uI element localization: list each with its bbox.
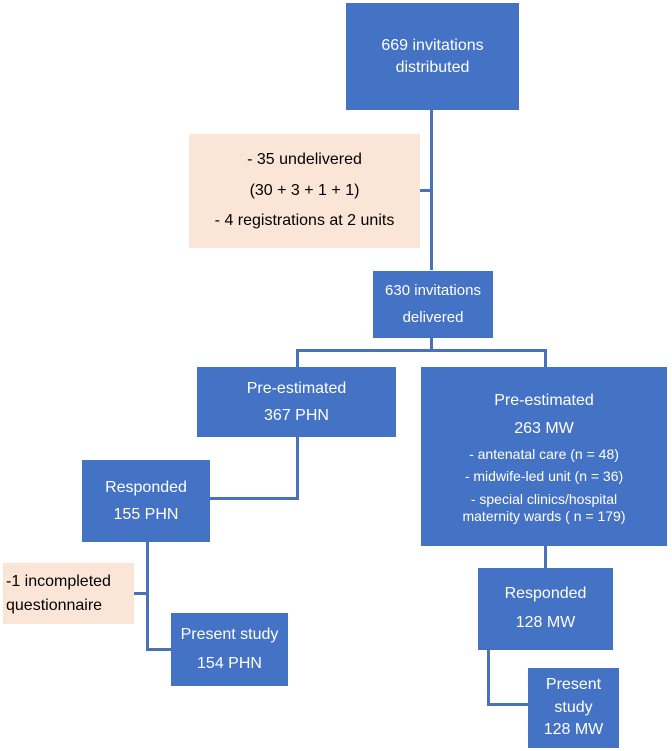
pre-estimated-mw-count: 263 MW: [514, 419, 574, 437]
present-study-phn-title: Present study: [180, 625, 279, 643]
incomplete-line-1: -1 incompleted: [6, 572, 111, 590]
mw-item-antenatal-care: - antenatal care (n = 48): [469, 445, 619, 462]
connector-incomplete-branch: [134, 592, 149, 595]
responded-mw-count: 128 MW: [515, 614, 576, 631]
present-study-phn-count: 154 PHN: [197, 654, 262, 672]
responded-mw-title: Responded: [504, 585, 587, 603]
responded-mw-box: Responded 128 MW: [478, 568, 613, 650]
mw-item-midwife-led-unit: - midwife-led unit (n = 36): [464, 468, 624, 485]
pre-estimated-mw-title: Pre-estimated: [494, 392, 594, 410]
invitations-delivered-box: 630 invitations delivered: [373, 271, 493, 338]
exclusions-undelivered: - 35 undelivered: [247, 151, 362, 169]
connector-delivered-down: [430, 338, 433, 351]
connector-responded-phn-down: [146, 542, 149, 650]
pre-estimated-mw-box: Pre-estimated 263 MW - antenatal care (n…: [421, 367, 667, 546]
present-study-mw-count: 128 MW: [543, 721, 604, 739]
connector-responded-mw-down: [487, 650, 490, 706]
responded-phn-count: 155 PHN: [113, 506, 179, 523]
incomplete-questionnaire-box: -1 incompleted questionnaire: [3, 563, 134, 624]
connector-to-phn: [296, 349, 299, 367]
connector-to-mw: [544, 349, 547, 367]
exclusions-box: - 35 undelivered (30 + 3 + 1 + 1) - 4 re…: [189, 134, 420, 248]
connector-phn-to-responded: [210, 497, 299, 500]
invitations-delivered-line-1: 630 invitations: [385, 282, 481, 300]
connector-split-horizontal: [296, 349, 547, 352]
mw-item-special-clinics: - special clinics/hospital: [470, 490, 618, 507]
connector-exclusion-branch: [420, 189, 432, 192]
invitations-delivered-line-2: delivered: [402, 308, 464, 326]
present-study-phn-box: Present study 154 PHN: [171, 613, 288, 686]
connector-to-present-mw: [487, 703, 529, 706]
responded-phn-box: Responded 155 PHN: [82, 460, 210, 542]
present-study-mw-line-1: Present: [545, 676, 602, 694]
exclusions-breakdown: (30 + 3 + 1 + 1): [249, 181, 360, 199]
present-study-mw-line-2: study: [554, 698, 593, 716]
present-study-mw-box: Present study 128 MW: [528, 668, 619, 748]
pre-estimated-phn-box: Pre-estimated 367 PHN: [197, 367, 396, 437]
pre-estimated-phn-count: 367 PHN: [264, 407, 329, 424]
mw-item-maternity-wards: maternity wards ( n = 179): [462, 508, 626, 525]
connector-mw-down: [544, 546, 547, 568]
exclusions-duplicate-registrations: - 4 registrations at 2 units: [214, 212, 395, 230]
connector-to-present-phn: [146, 648, 172, 651]
responded-phn-title: Responded: [105, 478, 187, 496]
invitations-distributed-line-2: distributed: [395, 58, 470, 76]
pre-estimated-phn-title: Pre-estimated: [246, 379, 347, 397]
connector-phn-down: [296, 437, 299, 499]
incomplete-line-2: questionnaire: [6, 596, 103, 614]
invitations-distributed-box: 669 invitations distributed: [346, 3, 519, 110]
invitations-distributed-line-1: 669 invitations: [381, 36, 484, 54]
